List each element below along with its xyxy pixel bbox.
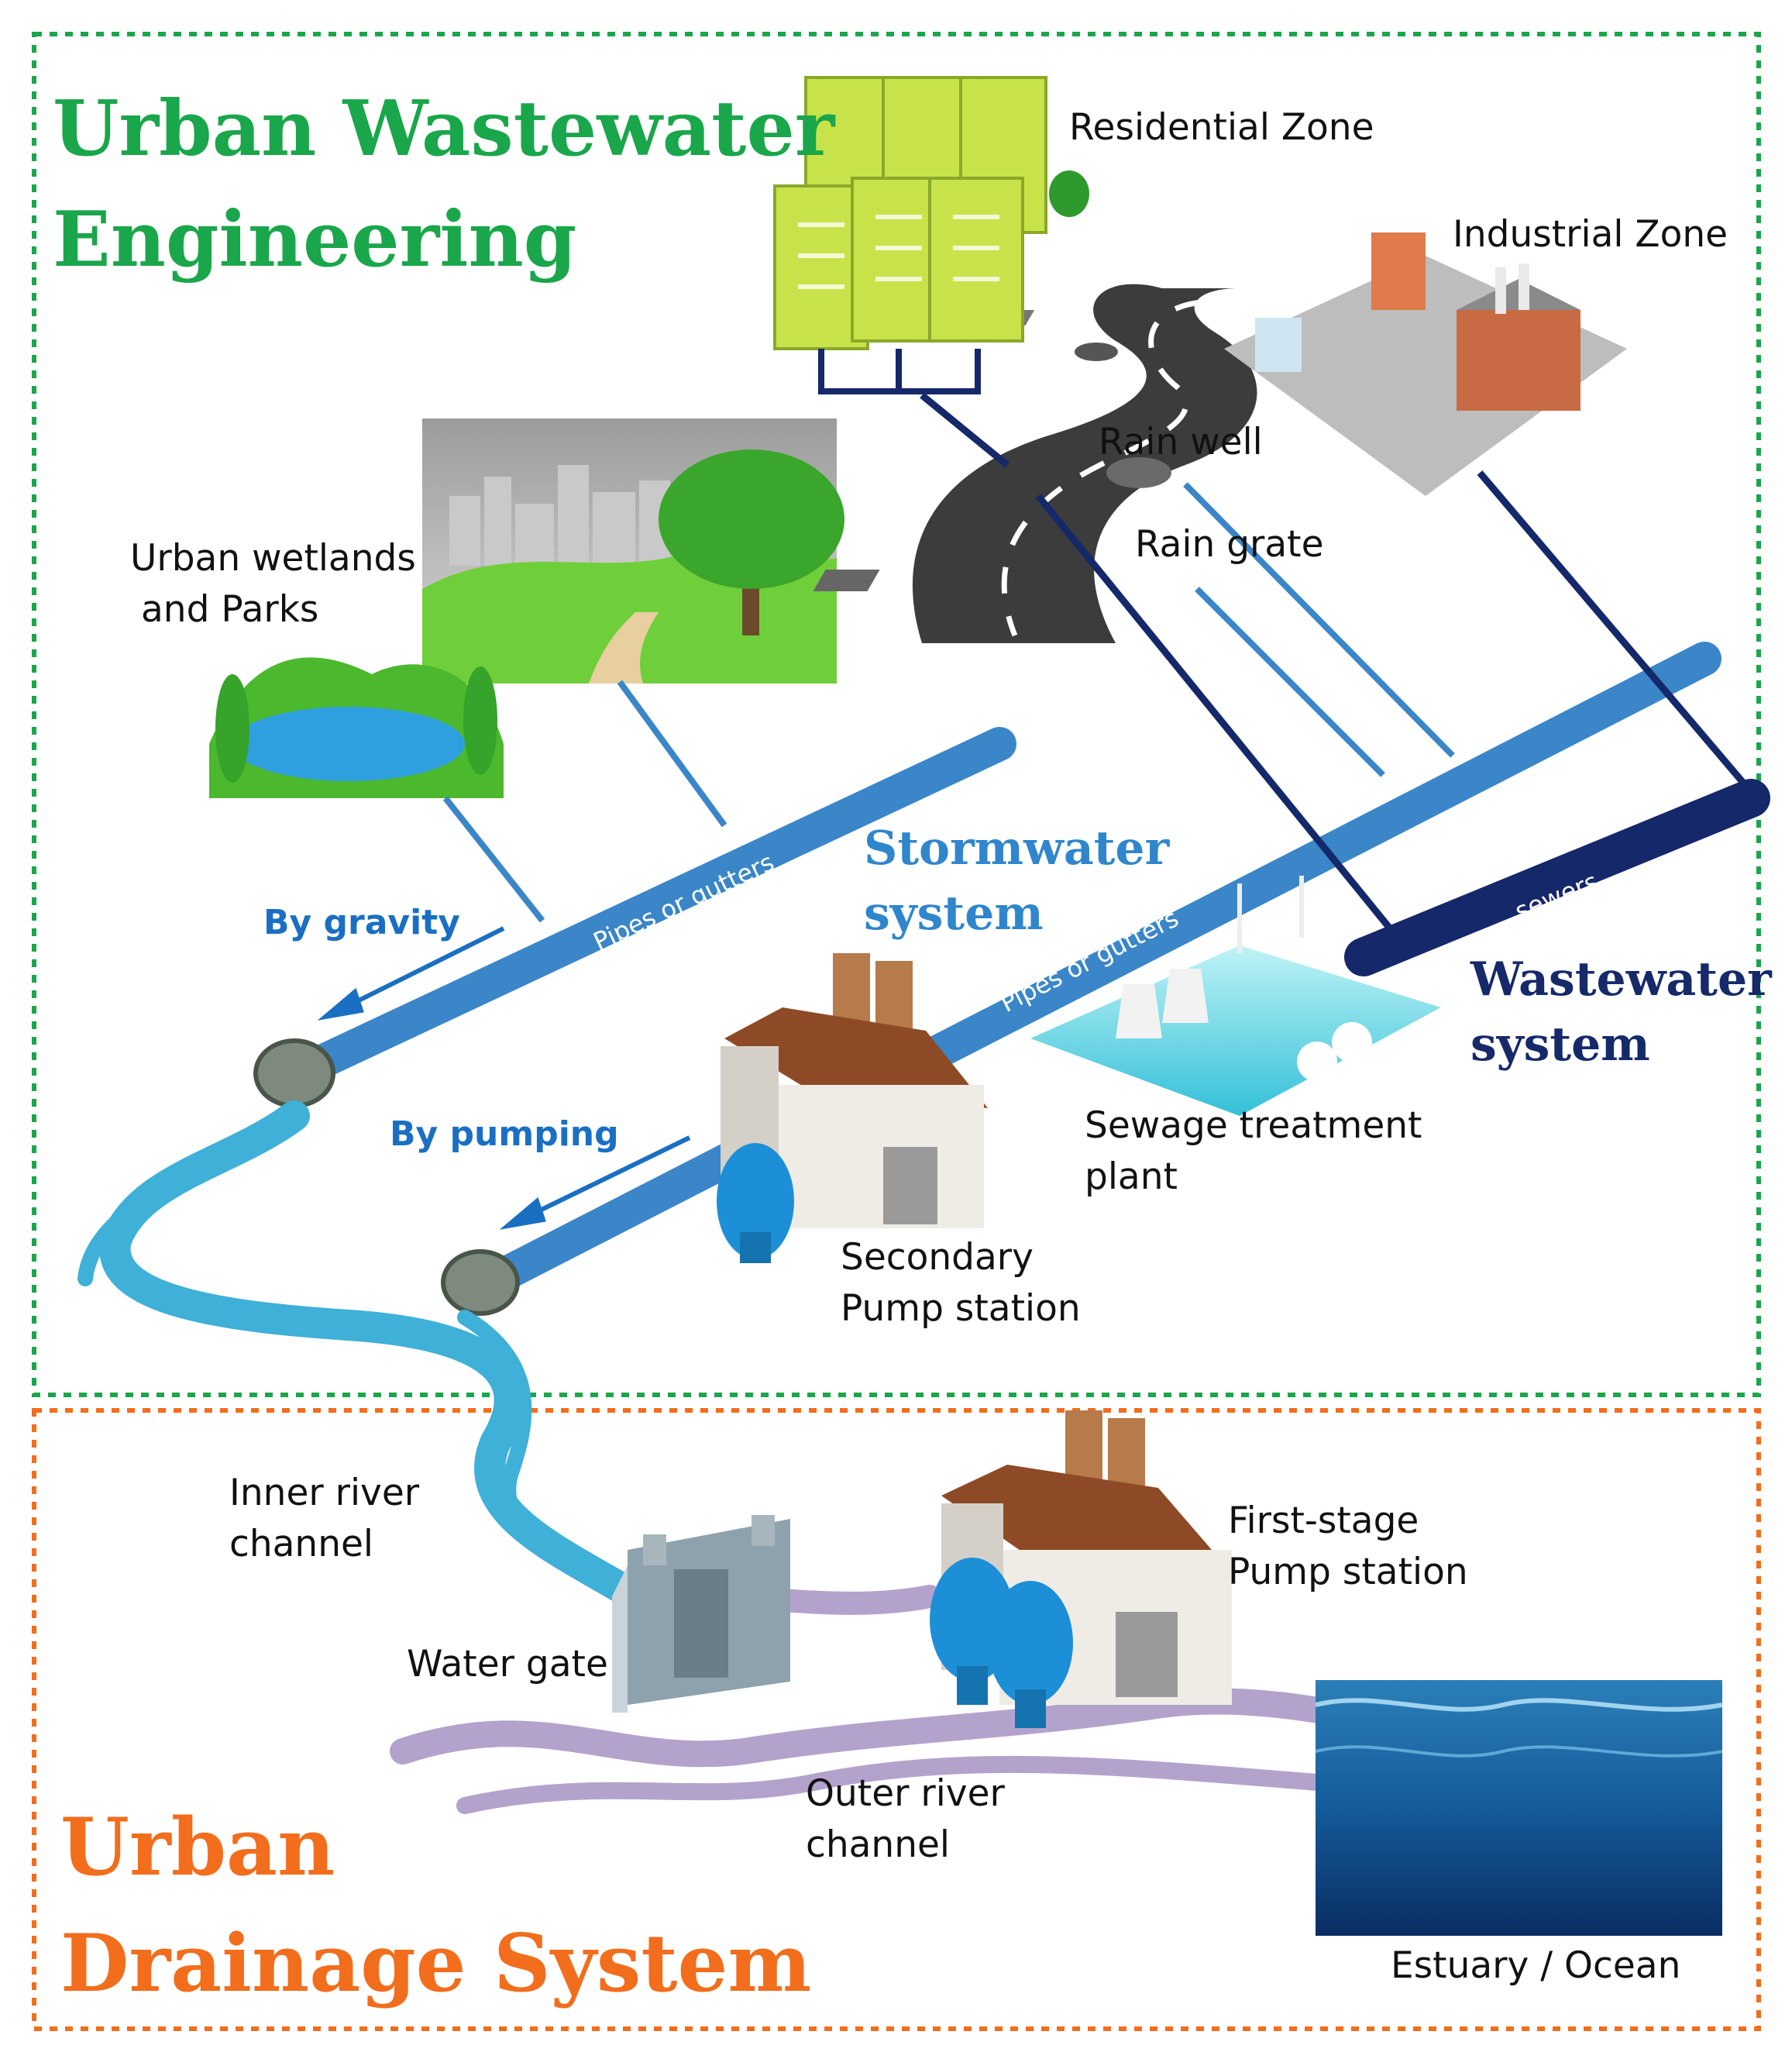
residential-buildings-illustration [773, 76, 1089, 394]
office-building [1371, 232, 1426, 310]
industrial-zone-illustration [1224, 232, 1627, 496]
tree-icon [659, 449, 844, 589]
small-building [1255, 318, 1302, 372]
stormwater-pipe-network [297, 482, 1721, 1296]
industrial-zone-label: Industrial Zone [1453, 213, 1728, 256]
wetlands-label-line-2: and Parks [141, 588, 319, 631]
stormwater-title-line-2: system [864, 887, 1044, 941]
manhole-icon [1075, 343, 1118, 361]
water-gate-label: Water gate [407, 1643, 608, 1685]
cooling-tower-icon [1116, 984, 1162, 1038]
ocean-wave [1315, 1698, 1723, 1712]
sewage-plant-label-line-2: plant [1085, 1155, 1178, 1198]
park-feeder-pipe [617, 680, 727, 828]
pumping-outfall-icon [441, 1249, 520, 1316]
wastewater-sewer-network [920, 392, 1770, 976]
rain-grate-label: Rain grate [1135, 523, 1324, 566]
outer-river-label-line-2: channel [806, 1823, 950, 1866]
residential-drain-connector [818, 349, 981, 394]
by-gravity-label: By gravity [263, 903, 460, 942]
sewage-plant-label-line-1: Sewage treatment [1085, 1104, 1422, 1147]
outer-river-label-line-1: Outer river [806, 1772, 1005, 1815]
poplar-tree-icon [215, 674, 249, 783]
wastewater-title-line-2: system [1470, 1017, 1650, 1072]
pump-house-roof [941, 1465, 1232, 1573]
residential-sewer-line [1035, 494, 1413, 955]
rain-grate-feeder-pipe [1195, 587, 1385, 777]
pump-house-wall [775, 1085, 984, 1228]
road-marking [1001, 299, 1202, 637]
main-sewer-pipe [1344, 779, 1770, 976]
chimney-icon [1495, 267, 1506, 314]
gravity-arrow [335, 926, 505, 1014]
ocean-image [1316, 1680, 1722, 1936]
drainage-section-border [32, 1408, 1761, 2031]
rain-well-feeder-pipe [1183, 482, 1455, 758]
storage-tank-icon [1297, 1042, 1337, 1082]
secondary-pump-station-illustration [717, 953, 988, 1263]
pump-icon [988, 1581, 1073, 1705]
secondary-pump-label-line-2: Pump station [841, 1287, 1081, 1330]
residential-zone-label: Residential Zone [1069, 106, 1374, 149]
first-pump-label-line-1: First-stage [1228, 1499, 1419, 1542]
first-stage-pump-station-illustration [930, 1410, 1232, 1728]
drainage-title-line-2: Drainage System [60, 1917, 812, 2010]
inner-river-channel [77, 1100, 651, 1612]
inner-river-label-line-2: channel [229, 1523, 373, 1565]
upper-stormwater-pipe [297, 727, 1016, 1083]
ocean-wave [1315, 1745, 1723, 1758]
gravity-outfall-icon [253, 1038, 335, 1108]
chimney-icon [1519, 263, 1529, 310]
engineering-title-line-2: Engineering [53, 195, 577, 284]
estuary-label: Estuary / Ocean [1391, 1944, 1681, 1987]
industrial-sewer-line [1477, 470, 1746, 785]
middle-stormwater-pipe [479, 642, 1721, 1296]
by-pumping-label: By pumping [390, 1114, 619, 1154]
road-surface [912, 284, 1257, 643]
pump-house-roof [724, 1007, 988, 1108]
factory-building [1457, 310, 1580, 411]
roller-door [883, 1147, 937, 1224]
wetland-feeder-pipe [442, 796, 545, 923]
first-pump-label-line-2: Pump station [1228, 1551, 1468, 1593]
bush-icon [1049, 170, 1089, 217]
rain-well-label: Rain well [1099, 421, 1263, 463]
wetlands-label-line-1: Urban wetlands [130, 537, 416, 580]
poplar-tree-icon [463, 666, 497, 775]
rain-grate-icon [813, 570, 880, 591]
inner-river-label-line-1: Inner river [229, 1472, 420, 1514]
secondary-pump-label-line-1: Secondary [841, 1236, 1034, 1279]
sewage-treatment-plant-illustration [1030, 876, 1441, 1116]
pump-icon [717, 1143, 794, 1259]
wastewater-title-line-1: Wastewater [1470, 952, 1772, 1007]
drainage-title-line-1: Urban [60, 1801, 335, 1894]
wetlands-park-illustration [209, 418, 844, 798]
pumping-arrow [518, 1135, 691, 1223]
roller-door [1116, 1612, 1178, 1697]
cooling-tower-icon [1162, 969, 1209, 1023]
park-path [589, 612, 659, 683]
storage-tank-icon [1332, 1022, 1372, 1062]
engineering-section-border [32, 32, 1761, 1397]
rain-well-icon [1106, 457, 1171, 488]
water-gate-illustration [612, 1515, 790, 1713]
stormwater-title-line-1: Stormwater [864, 821, 1170, 876]
wetland-pond [232, 707, 465, 781]
engineering-title-line-1: Urban Wastewater [53, 84, 835, 174]
